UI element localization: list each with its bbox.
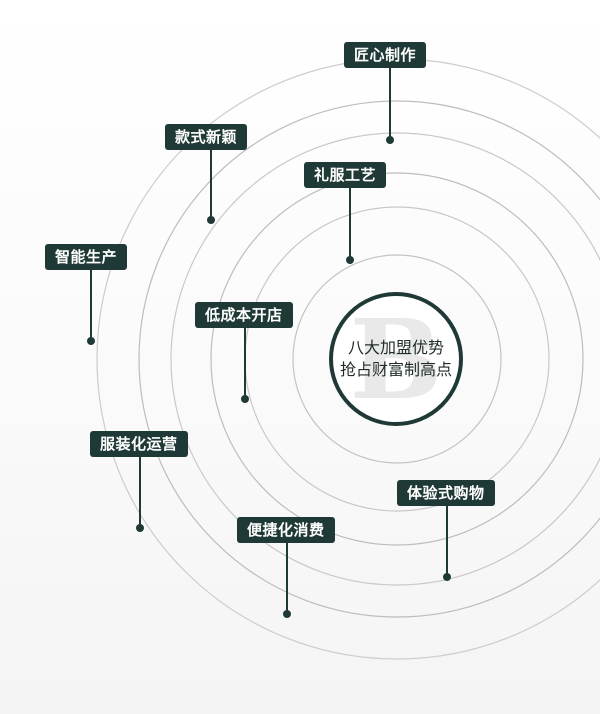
label-experiential-shopping: 体验式购物 [397, 480, 495, 506]
label-low-cost-store: 低成本开店 [195, 302, 293, 328]
ring-5 [170, 132, 600, 586]
label-craftsmanship: 匠心制作 [344, 42, 427, 68]
dot-formalwear-craft [346, 256, 354, 264]
dot-convenient-consumption [283, 610, 291, 618]
center-text-line-1: 八大加盟优势 [347, 338, 444, 357]
center-text-line-2: 抢占财富制高点 [339, 360, 452, 379]
watermark-logo-letter: B [349, 294, 443, 424]
label-formalwear-craft: 礼服工艺 [304, 162, 387, 188]
dot-experiential-shopping [443, 573, 451, 581]
ring-6 [138, 100, 600, 618]
dot-apparel-operation [136, 524, 144, 532]
center-circle: B 八大加盟优势 抢占财富制高点 [329, 292, 463, 426]
ring-2 [292, 254, 502, 464]
label-novel-style: 款式新颖 [165, 124, 248, 150]
ring-4 [210, 172, 584, 546]
dot-novel-style [207, 216, 215, 224]
dot-craftsmanship [386, 136, 394, 144]
label-apparel-operation: 服装化运营 [90, 431, 188, 457]
dot-smart-production [87, 337, 95, 345]
label-smart-production: 智能生产 [45, 244, 128, 270]
label-convenient-consumption: 便捷化消费 [237, 517, 335, 543]
dot-low-cost-store [241, 395, 249, 403]
